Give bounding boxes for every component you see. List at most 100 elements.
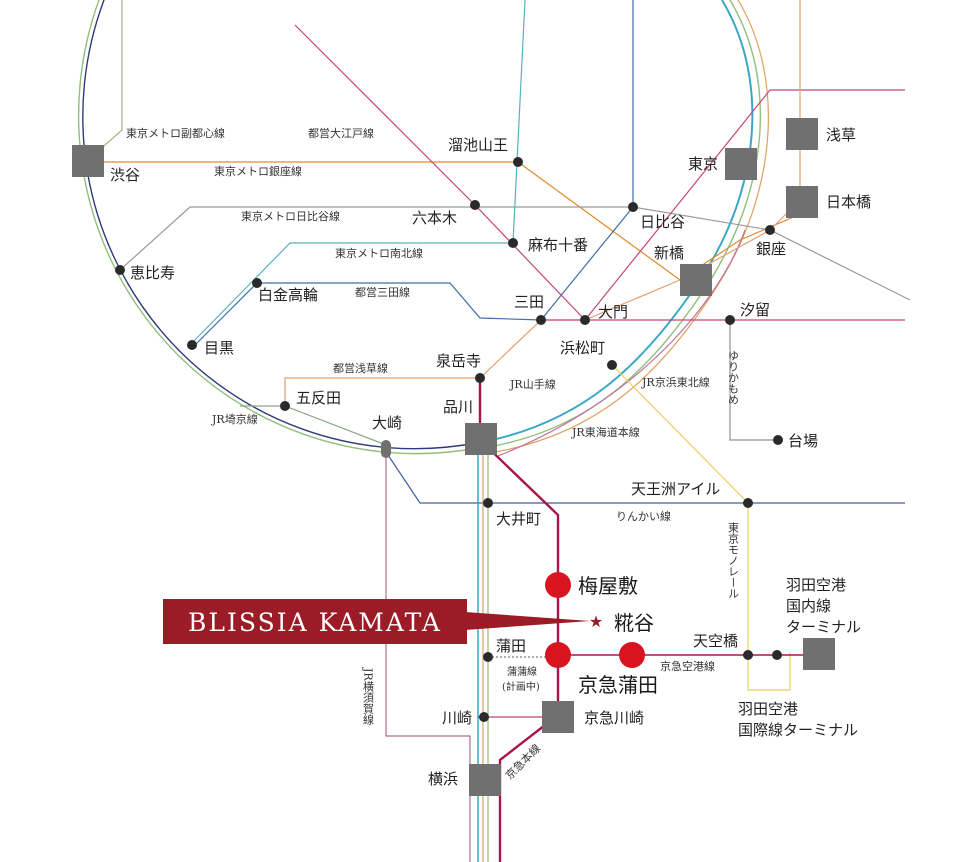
label-gotanda: 五反田 [296,389,341,407]
dot-daiba[interactable] [773,435,783,445]
property-banner [163,599,467,644]
label-kamata: 蒲田 [496,637,526,655]
station-labels: 渋谷 恵比寿 目黒 白金高輪 五反田 大崎 品川 泉岳寺 溜池山王 六本木 麻布… [110,126,871,788]
label-daimon: 大門 [598,303,628,321]
label-haneda-domestic-2: 国内線 [786,597,831,615]
label-oimachi: 大井町 [496,510,541,528]
label-line-saikyo: JR埼京線 [211,412,258,426]
dot-gotanda[interactable] [280,401,290,411]
line-yurikamome [729,320,778,441]
label-mita: 三田 [514,293,544,311]
label-yokohama: 横浜 [428,770,458,788]
label-line-hibiya: 東京メトロ日比谷線 [241,209,340,223]
dot-sengakuji[interactable] [475,373,485,383]
dot-oimachi[interactable] [483,498,493,508]
hub-osaki[interactable] [381,440,391,458]
label-ginza: 銀座 [756,240,786,258]
dot-kojiya[interactable] [619,642,645,668]
label-line-namboku: 東京メトロ南北線 [335,246,423,260]
hub-asakusa[interactable] [786,118,818,150]
dot-ebisu[interactable] [115,265,125,275]
label-line-rinkai: りんかい線 [616,509,671,523]
label-line-fukutoshin: 東京メトロ副都心線 [126,126,225,140]
hub-shinagawa[interactable] [465,423,497,455]
dot-mita[interactable] [536,315,546,325]
label-shirokanetakanawa: 白金高輪 [258,286,318,304]
label-asakusa: 浅草 [826,126,856,144]
label-haneda-intl-1: 羽田空港 [738,700,798,718]
station-dots [115,157,783,722]
label-line-kamakama: 蒲蒲線 [507,665,537,678]
hub-shibuya[interactable] [72,145,104,177]
label-line-mita: 都営三田線 [355,285,410,299]
label-nihonbashi: 日本橋 [826,193,871,211]
label-roppongi: 六本木 [412,209,457,227]
hub-keikyu-kawasaki[interactable] [542,701,574,733]
label-tennozu: 天王洲アイル [631,480,720,498]
dot-daimon[interactable] [580,315,590,325]
label-umeyashiki: 梅屋敷 [578,574,638,598]
label-line-ginza: 東京メトロ銀座線 [214,164,302,178]
dot-kamata[interactable] [483,652,493,662]
hub-tokyo[interactable] [725,148,757,180]
dot-haneda-intl[interactable] [772,650,782,660]
label-meguro: 目黒 [204,339,234,357]
line-tokaido-east [495,0,769,453]
label-haneda-domestic-1: 羽田空港 [786,576,846,594]
hub-haneda-domestic[interactable] [803,638,835,670]
label-shiodome: 汐留 [740,301,770,319]
property-stations [545,572,645,668]
dot-kawasaki[interactable] [479,712,489,722]
dot-shirokanetakanawa[interactable] [252,278,262,288]
label-hibiya: 日比谷 [640,213,685,231]
line-yamanote-loop [82,0,477,450]
label-line-asakusa: 都営浅草線 [333,361,388,375]
label-line-kamakama-note: (計画中) [502,680,540,693]
dot-tameike[interactable] [513,157,523,167]
line-oedo [294,24,905,321]
line-asakusa-east [497,229,746,457]
property-label[interactable]: BLISSIA KAMATA ★ [163,599,603,644]
label-shibuya: 渋谷 [110,166,140,184]
label-line-keikyu-main: 京急本線 [502,741,543,782]
line-hibiya [119,206,911,301]
hub-nihonbashi[interactable] [786,186,818,218]
dot-tenkubashi[interactable] [743,650,753,660]
hub-stations [72,118,835,796]
dot-ginza[interactable] [765,225,775,235]
label-keikyu-kamata: 京急蒲田 [578,673,658,697]
dot-tennozu[interactable] [743,498,753,508]
label-line-yurikamome: ゆりかもめ [727,350,740,405]
label-line-oedo: 都営大江戸線 [308,126,374,140]
hub-shinbashi[interactable] [680,264,712,296]
label-line-yokosuka: JR横須賀線 [362,667,375,725]
line-asakusa [284,0,801,406]
star-icon: ★ [589,612,603,631]
dot-umeyashiki[interactable] [545,572,571,598]
label-line-yamanote: JR山手線 [509,377,556,391]
line-yamanote-inner [77,0,479,455]
dot-shiodome[interactable] [725,315,735,325]
dot-keikyu-kamata[interactable] [545,642,571,668]
dot-azabujuban[interactable] [508,238,518,248]
line-yokosuka [385,452,471,862]
dot-hibiya[interactable] [628,202,638,212]
label-line-airport: 京急空港線 [660,659,715,673]
dot-hamamatsucho[interactable] [607,360,617,370]
line-monorail [611,364,791,691]
label-shinbashi: 新橋 [654,244,684,262]
label-kojiya: 糀谷 [614,611,654,635]
hub-yokohama[interactable] [469,764,501,796]
label-keikyu-kawasaki: 京急川崎 [584,709,644,727]
dot-meguro[interactable] [187,340,197,350]
property-pointer [465,612,590,630]
label-haneda-domestic-3: ターミナル [786,618,861,636]
dot-roppongi[interactable] [470,200,480,210]
label-tokyo: 東京 [688,155,718,173]
label-line-keihin: JR京浜東北線 [641,375,710,389]
line-fukutoshin [87,0,123,161]
label-line-monorail: 東京モノレール [727,522,740,599]
label-osaki: 大崎 [372,414,402,432]
label-ebisu: 恵比寿 [130,264,175,282]
